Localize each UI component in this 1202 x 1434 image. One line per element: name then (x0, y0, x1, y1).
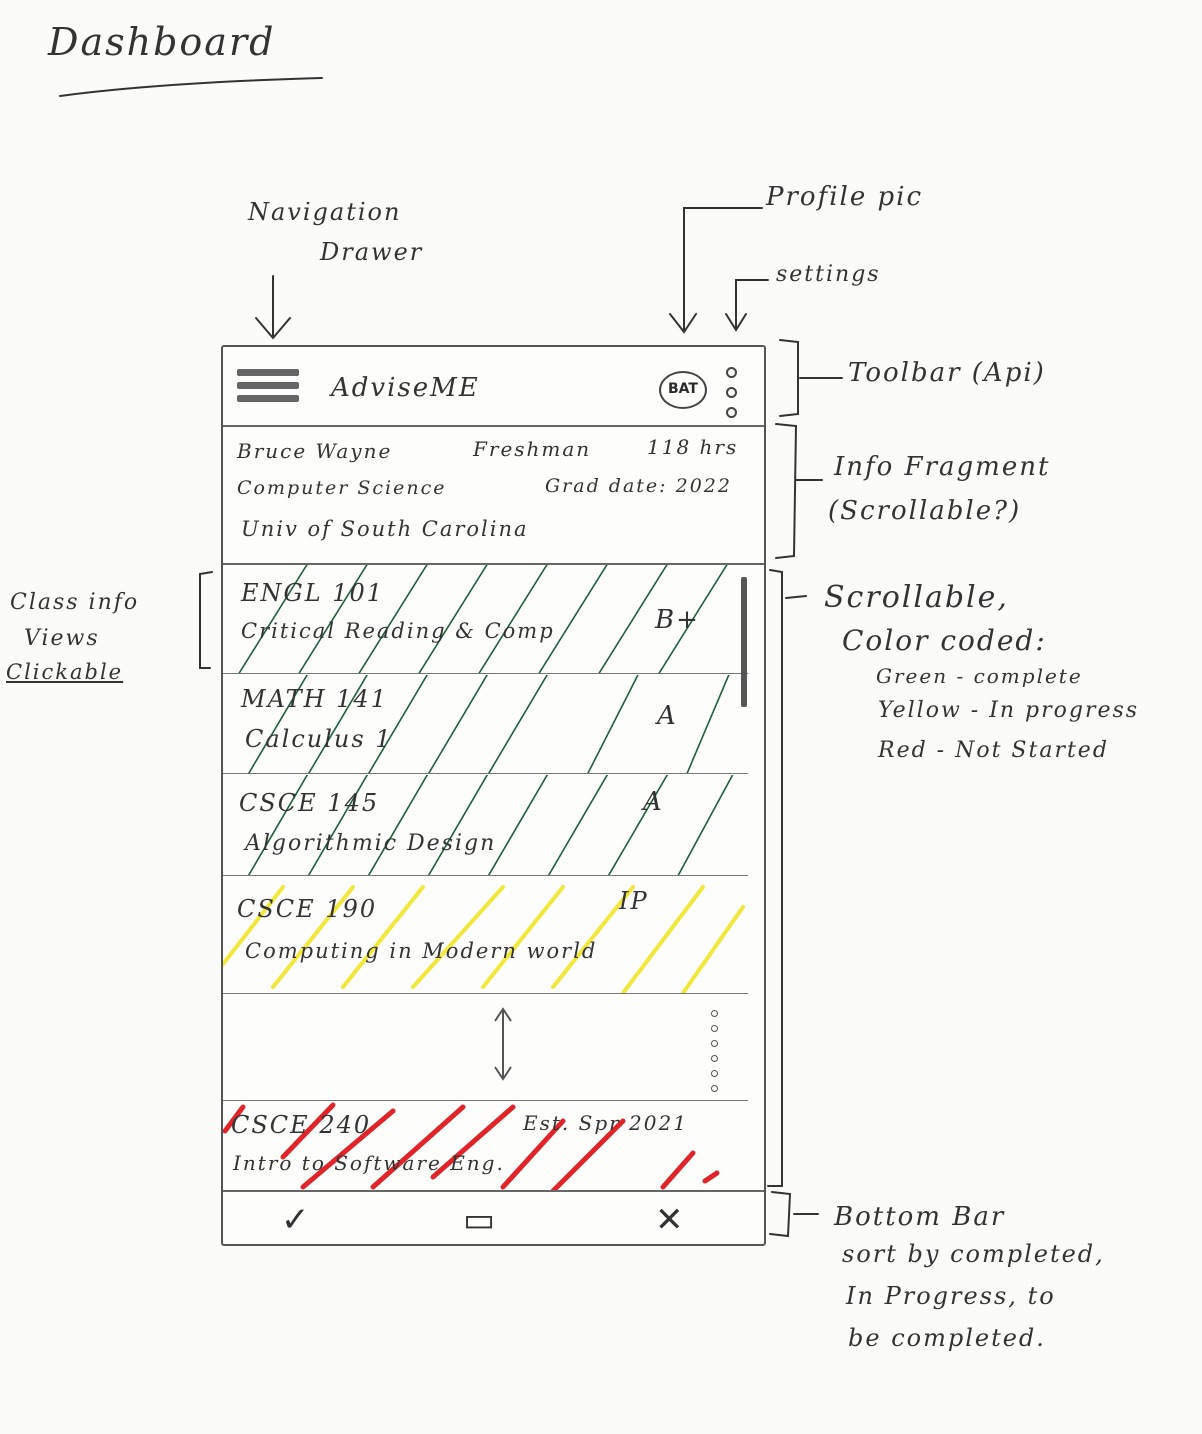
annotation-toolbar: Toolbar (Api) (848, 358, 1046, 388)
annotation-settings: settings (776, 262, 881, 287)
course-title: Intro to Software Eng. (233, 1151, 505, 1175)
settings-kebab-icon[interactable] (726, 367, 737, 427)
hatch-complete (248, 675, 730, 773)
sort-completed-button[interactable]: ✓ (281, 1200, 310, 1240)
annotation-profile-pic: Profile pic (766, 182, 924, 212)
course-grade: IP (619, 887, 649, 915)
course-code: ENGL 101 (241, 579, 385, 607)
page-title: Dashboard (48, 20, 276, 64)
annotation-scrollable-line2: Color coded: (842, 624, 1047, 657)
annotation-nav-drawer-line2: Drawer (320, 238, 424, 266)
bottom-bar: ✓ ▭ ✕ (223, 1190, 764, 1246)
course-title: Algorithmic Design (245, 831, 497, 856)
course-title: Computing in Modern world (245, 939, 598, 963)
annotation-bottom-bar-line2: sort by completed, (842, 1240, 1105, 1268)
course-code: CSCE 240 (231, 1111, 372, 1139)
course-title: Critical Reading & Comp (241, 619, 555, 643)
annotation-bottom-bar-line4: be completed. (848, 1324, 1046, 1352)
class-info-bracket (199, 571, 213, 669)
course-row-csce190[interactable]: CSCE 190 Computing in Modern world IP (223, 877, 748, 994)
sort-in-progress-button[interactable]: ▭ (463, 1200, 496, 1240)
scrollable-bracket (767, 569, 807, 1187)
course-grade: A (657, 701, 678, 731)
bottom-bar-bracket (769, 1191, 819, 1238)
course-code: CSCE 145 (239, 789, 380, 817)
course-row-csce145[interactable]: CSCE 145 Algorithmic Design A (223, 775, 748, 876)
annotation-scrollable-yellow: Yellow - In progress (878, 698, 1140, 723)
annotation-class-info-line1: Class info (10, 590, 140, 615)
toolbar-bracket (779, 339, 843, 417)
sort-not-started-button[interactable]: ✕ (655, 1200, 684, 1240)
profile-avatar[interactable]: BAT (659, 371, 707, 409)
course-code: CSCE 190 (237, 895, 378, 923)
annotation-class-info-line3: Clickable (6, 660, 124, 684)
course-row-math141[interactable]: MATH 141 Calculus 1 A (223, 675, 748, 774)
hamburger-menu-icon[interactable] (237, 369, 299, 415)
annotation-info-fragment-line2: (Scrollable?) (828, 496, 1022, 526)
hatch-complete (238, 565, 728, 673)
student-year: Freshman (473, 437, 592, 461)
phone-frame: AdviseME BAT Bruce Wayne Freshman 118 hr… (221, 345, 766, 1246)
annotation-bottom-bar-line1: Bottom Bar (834, 1202, 1006, 1232)
school-name: Univ of South Carolina (241, 517, 529, 541)
info-fragment: Bruce Wayne Freshman 118 hrs Computer Sc… (223, 427, 764, 565)
settings-arrow (725, 279, 769, 332)
toolbar: AdviseME BAT (223, 347, 764, 427)
course-grade: A (643, 787, 664, 817)
annotation-info-fragment-line1: Info Fragment (834, 452, 1051, 482)
student-major: Computer Science (237, 477, 447, 499)
annotation-scrollable-line1: Scrollable, (824, 580, 1009, 615)
app-title: AdviseME (331, 373, 480, 403)
student-hours: 118 hrs (647, 435, 739, 459)
course-row-engl101[interactable]: ENGL 101 Critical Reading & Comp B+ (223, 565, 748, 674)
course-title: Calculus 1 (245, 725, 393, 753)
course-grade: B+ (655, 605, 700, 635)
student-name: Bruce Wayne (237, 439, 393, 463)
course-code: MATH 141 (241, 685, 388, 713)
class-list[interactable]: ENGL 101 Critical Reading & Comp B+ MATH… (223, 565, 764, 1190)
course-grade: Est. Spr 2021 (523, 1111, 688, 1135)
profile-pic-arrow (669, 207, 763, 334)
annotation-bottom-bar-line3: In Progress, to (846, 1282, 1056, 1310)
annotation-class-info-line2: Views (24, 626, 100, 651)
hatch-complete (247, 775, 734, 875)
more-items-dots (711, 1010, 719, 1100)
hatch-not-started (223, 1102, 720, 1190)
info-bracket (775, 423, 823, 559)
grad-date: Grad date: 2022 (545, 475, 732, 497)
annotation-scrollable-red: Red - Not Started (878, 738, 1109, 763)
nav-drawer-arrow (255, 275, 291, 340)
title-underline (59, 77, 323, 97)
hatch-in-progress (223, 885, 745, 993)
annotation-scrollable-green: Green - complete (876, 664, 1083, 688)
course-row-csce240[interactable]: CSCE 240 Intro to Software Eng. Est. Spr… (223, 1100, 748, 1190)
annotation-nav-drawer-line1: Navigation (248, 198, 402, 226)
list-scrollbar[interactable] (741, 577, 747, 707)
scroll-indicator-arrow (494, 1007, 512, 1081)
